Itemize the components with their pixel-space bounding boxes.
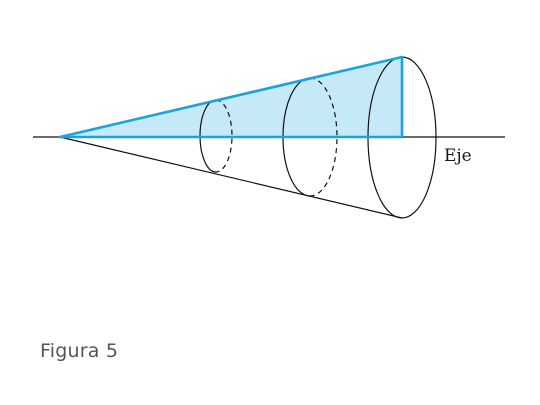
cone-diagram: Eje: [33, 55, 505, 219]
axis-label: Eje: [444, 146, 472, 166]
figure-caption: Figura 5: [40, 340, 119, 362]
medium-disk-back: [309, 77, 338, 197]
triangle-hypotenuse: [58, 55, 404, 139]
small-disk-back: [215, 99, 233, 173]
cone-lower-edge: [59, 136, 403, 219]
